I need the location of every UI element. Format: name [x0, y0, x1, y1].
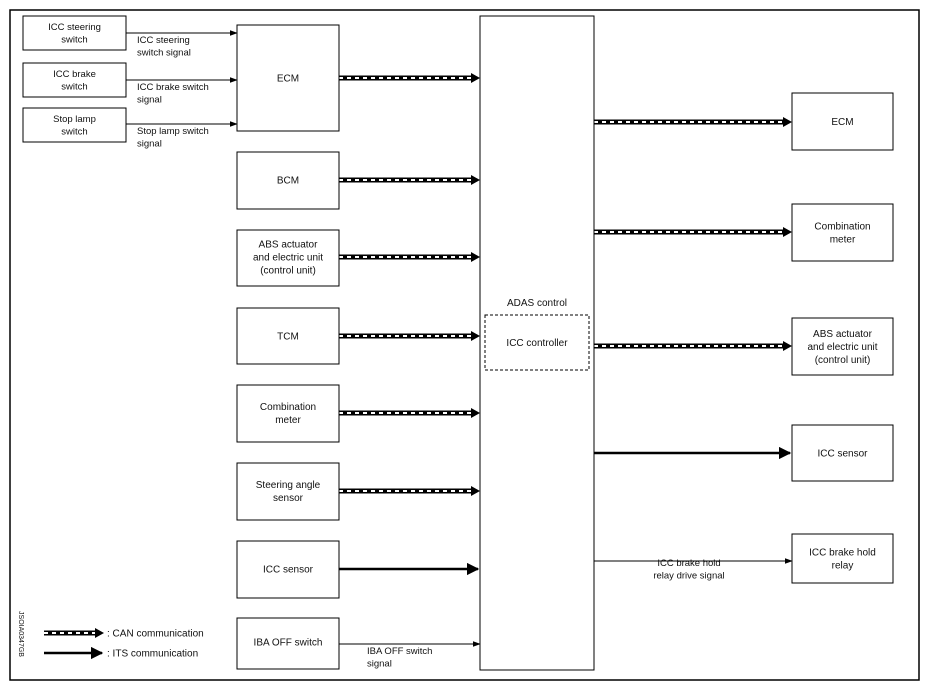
icc-controller-box: [484, 314, 590, 371]
switch-label-1: switch: [61, 82, 87, 93]
output-module-label-0: ECM: [831, 117, 853, 128]
input-can-arrow-1: [339, 175, 480, 185]
output-can-arrow-0: [594, 117, 792, 127]
output-module-4: [791, 533, 894, 584]
input-module-label-6: ICC sensor: [263, 565, 314, 576]
switch-label-0: ICC steering: [48, 22, 101, 33]
adas-control-label: ADAS control: [507, 298, 567, 309]
input-module-4: [236, 384, 340, 443]
switch-label-2: Stop lamp: [53, 114, 96, 125]
input-can-arrow-3: [339, 331, 480, 341]
input-module-3: [236, 307, 340, 365]
input-module-label-4: meter: [275, 415, 301, 426]
switch-signal-label-0: switch signal: [137, 48, 191, 59]
output-module-label-4: relay: [832, 561, 854, 572]
input-signal-label-7: IBA OFF switch: [367, 646, 432, 657]
output-module-label-1: Combination: [814, 222, 870, 233]
input-module-label-3: TCM: [277, 332, 299, 343]
switch-signal-label-2: signal: [137, 139, 162, 150]
input-module-label-0: ECM: [277, 74, 299, 85]
diagram-frame: [9, 9, 920, 681]
switch-signal-label-1: ICC brake switch: [137, 82, 209, 93]
input-module-label-4: Combination: [260, 402, 316, 413]
output-can-arrow-1: [594, 227, 792, 237]
output-module-0: [791, 92, 894, 151]
switch-signal-label-0: ICC steering: [137, 35, 190, 46]
input-module-label-2: ABS actuator: [259, 240, 319, 251]
switch-label-2: switch: [61, 127, 87, 138]
input-module-label-5: sensor: [273, 493, 304, 504]
output-module-2: [791, 317, 894, 376]
output-module-1: [791, 203, 894, 262]
output-module-3: [791, 424, 894, 482]
switch-signal-label-2: Stop lamp switch: [137, 126, 209, 137]
input-module-2: [236, 229, 340, 287]
output-signal-label-4: ICC brake hold: [657, 558, 720, 569]
input-can-arrow-5: [339, 486, 480, 496]
switch-signal-label-1: signal: [137, 95, 162, 106]
input-module-label-2: and electric unit: [253, 253, 323, 264]
input-can-arrow-4: [339, 408, 480, 418]
legend-label-its: : ITS communication: [107, 649, 198, 660]
input-module-7: [236, 617, 340, 670]
legend-label-can: : CAN communication: [107, 629, 204, 640]
output-can-arrow-2: [594, 341, 792, 351]
input-module-label-7: IBA OFF switch: [254, 638, 323, 649]
input-module-1: [236, 151, 340, 210]
input-module-label-1: BCM: [277, 176, 299, 187]
input-module-label-2: (control unit): [260, 266, 316, 277]
output-module-label-2: ABS actuator: [813, 329, 873, 340]
input-can-arrow-0: [339, 73, 480, 83]
output-signal-label-4: relay drive signal: [653, 571, 724, 582]
switch-box-2: [22, 107, 127, 143]
output-module-label-3: ICC sensor: [817, 449, 868, 460]
output-module-label-2: (control unit): [815, 355, 871, 366]
input-signal-label-7: signal: [367, 659, 392, 670]
switch-box-1: [22, 62, 127, 98]
output-module-label-4: ICC brake hold: [809, 548, 876, 559]
input-can-arrow-2: [339, 252, 480, 262]
output-module-label-2: and electric unit: [807, 342, 877, 353]
input-module-0: [236, 24, 340, 132]
input-module-6: [236, 540, 340, 599]
switch-label-1: ICC brake: [53, 69, 96, 80]
legend-can-symbol: [44, 628, 104, 638]
switch-label-0: switch: [61, 35, 87, 46]
output-module-label-1: meter: [830, 235, 856, 246]
input-module-label-5: Steering angle: [256, 480, 321, 491]
switch-box-0: [22, 15, 127, 51]
input-module-5: [236, 462, 340, 521]
icc-controller-label: ICC controller: [506, 338, 568, 349]
figure-id: JSOIA0347GB: [17, 611, 24, 657]
